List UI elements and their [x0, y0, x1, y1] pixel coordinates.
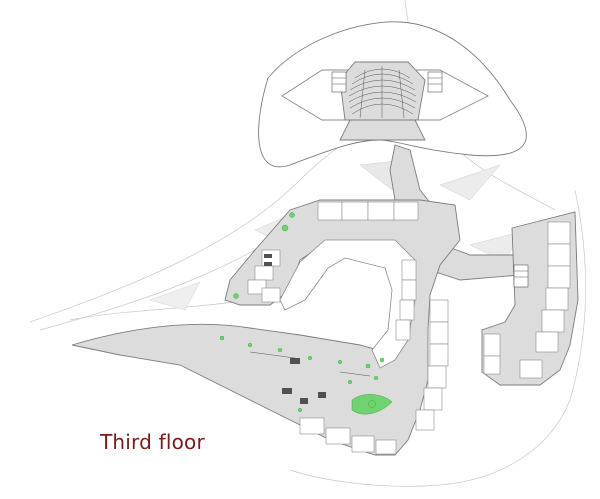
- stair-left: [331, 71, 347, 93]
- auditorium-block: [258, 21, 527, 168]
- room-row-east: [395, 259, 449, 431]
- room-row-top: [317, 201, 419, 221]
- room-row-east-wing: [483, 221, 571, 379]
- floor-caption: Third floor: [100, 430, 205, 454]
- furniture-marks: [249, 254, 371, 404]
- auditorium-seating: [348, 66, 417, 119]
- east-wing: [481, 211, 579, 386]
- room-row-south: [299, 417, 397, 455]
- stair-right: [427, 71, 443, 93]
- east-wing-stair: [513, 264, 529, 288]
- main-building: [71, 199, 461, 456]
- planting: [219, 212, 393, 415]
